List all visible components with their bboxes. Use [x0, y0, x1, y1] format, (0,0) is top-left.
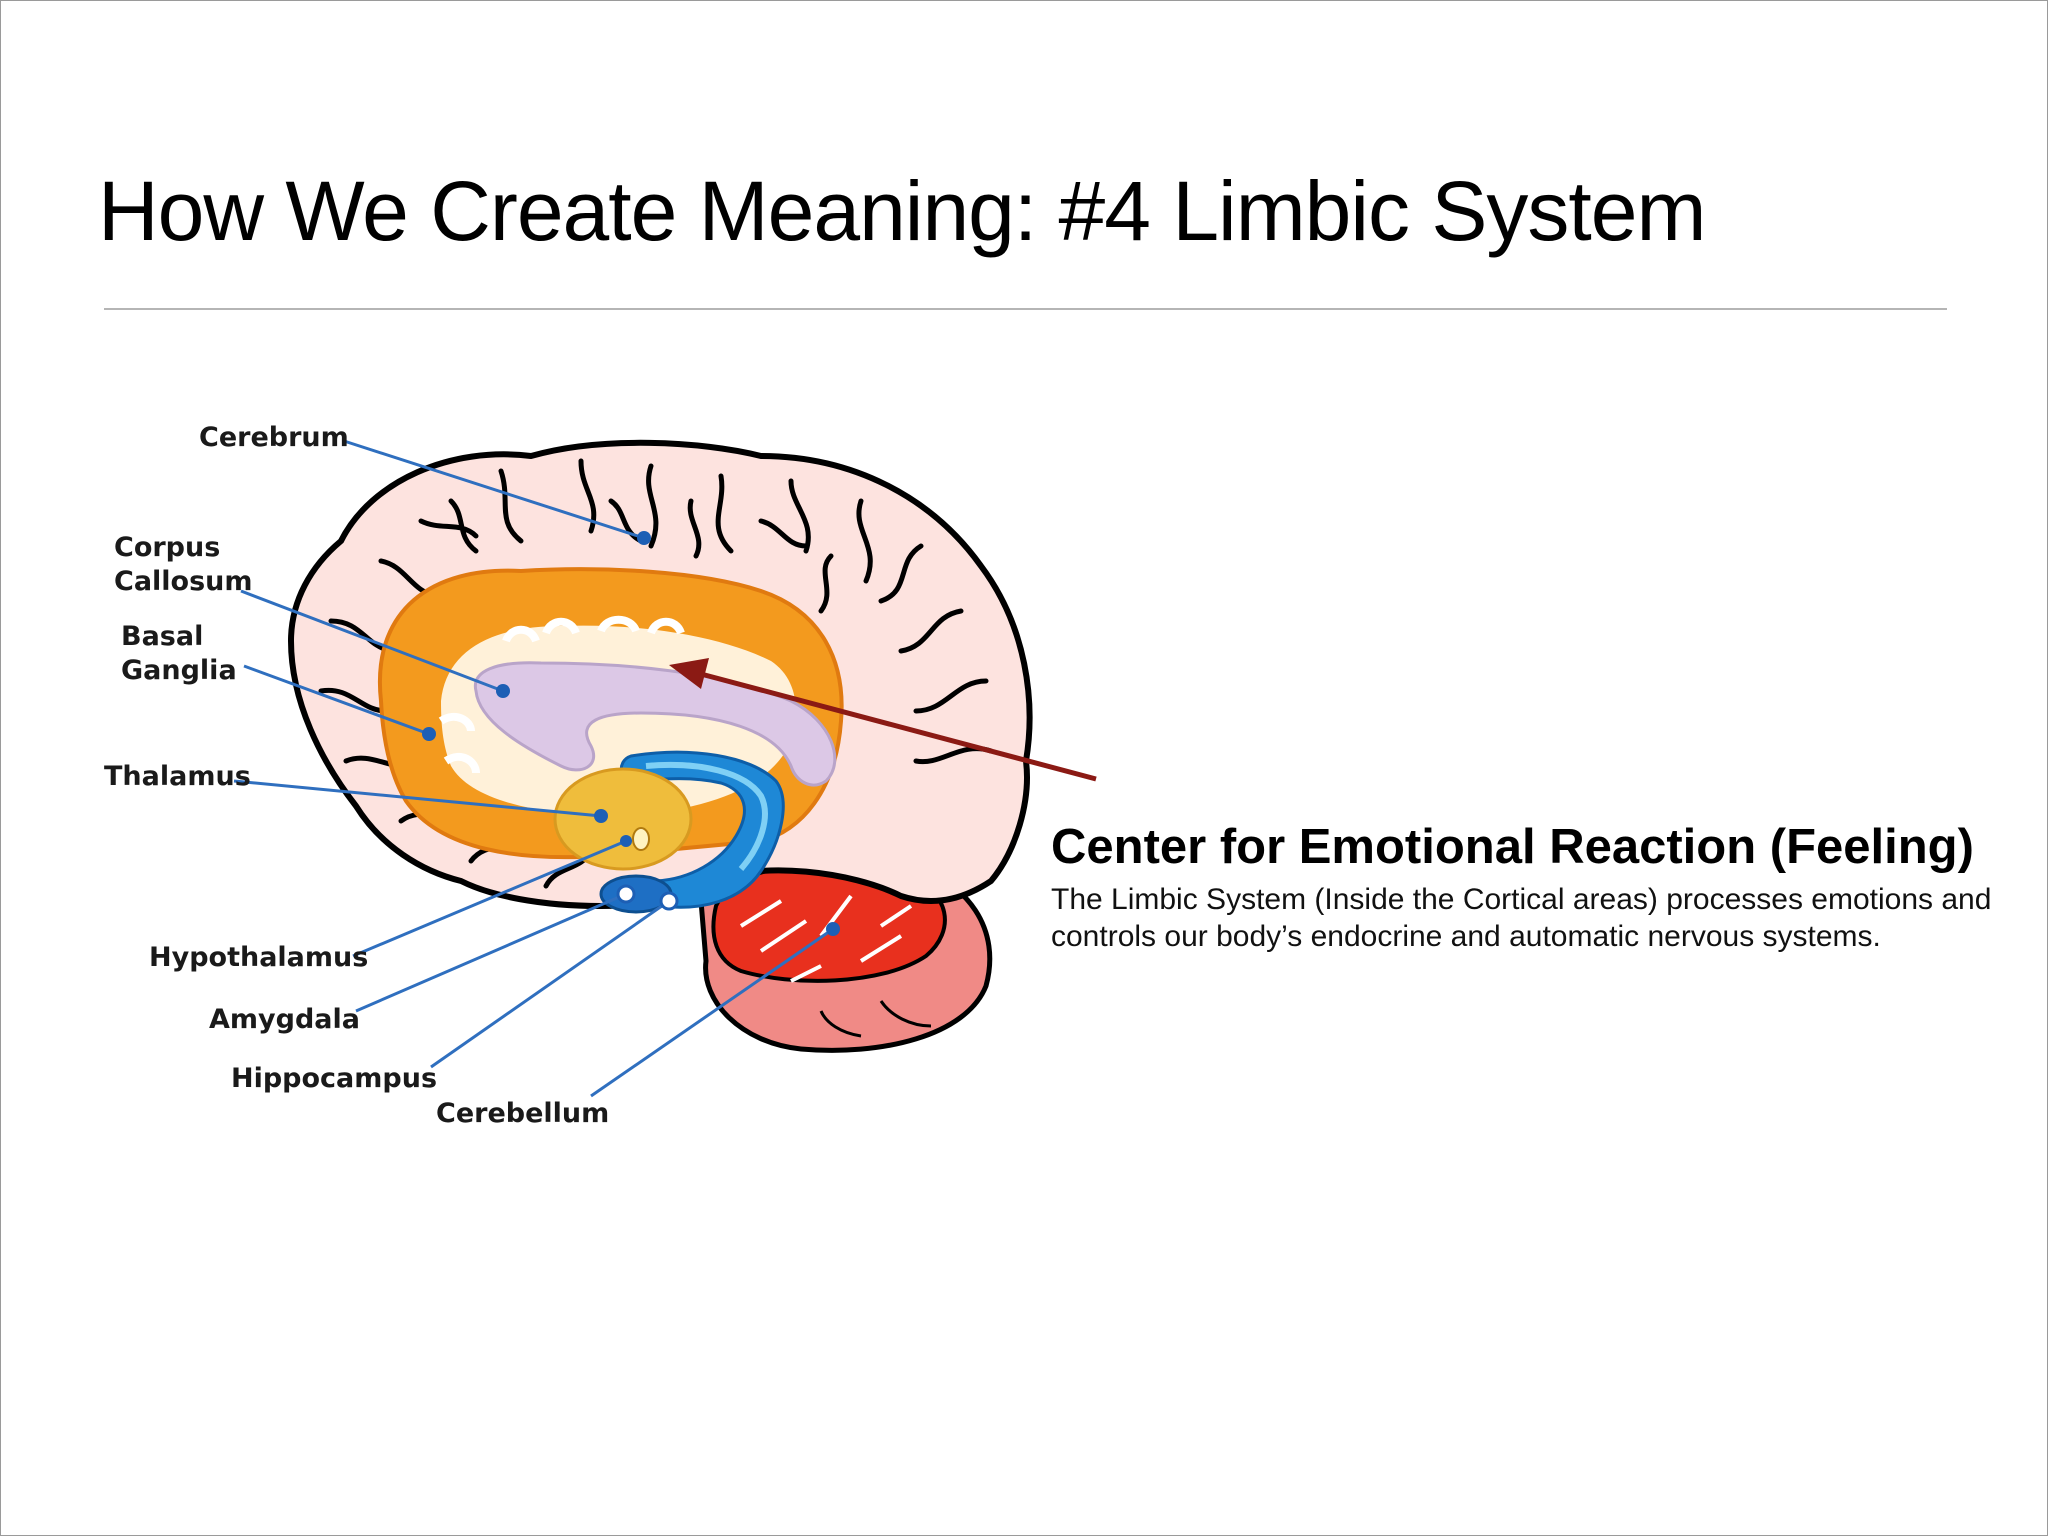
label-cerebellum: Cerebellum	[436, 1098, 609, 1129]
title-divider	[104, 308, 1947, 310]
brain-diagram: Cerebrum Corpus Callosum Basal Ganglia T…	[104, 422, 1097, 1129]
slide-title: How We Create Meaning: #4 Limbic System	[98, 164, 1706, 258]
callout-heading: Center for Emotional Reaction (Feeling)	[1051, 820, 1974, 874]
label-corpus-callosum-1: Corpus	[114, 532, 220, 563]
label-thalamus: Thalamus	[104, 761, 251, 792]
label-hypothalamus: Hypothalamus	[149, 942, 368, 973]
label-basal-ganglia-1: Basal	[121, 621, 203, 652]
leader-lines	[233, 439, 834, 1098]
label-basal-ganglia-2: Ganglia	[121, 655, 237, 686]
label-amygdala: Amygdala	[209, 1004, 360, 1035]
callout-body: The Limbic System (Inside the Cortical a…	[1051, 883, 1992, 953]
label-corpus-callosum-2: Callosum	[114, 566, 253, 597]
fornix-shape	[473, 661, 837, 787]
hypothalamus-shape	[632, 827, 650, 851]
thalamus-shape	[553, 767, 693, 871]
label-cerebrum: Cerebrum	[199, 422, 349, 453]
label-hippocampus: Hippocampus	[231, 1063, 437, 1094]
hippocampus-highlight	[645, 761, 768, 871]
pointer-arrow	[669, 658, 1097, 782]
leader-dots	[422, 531, 840, 936]
